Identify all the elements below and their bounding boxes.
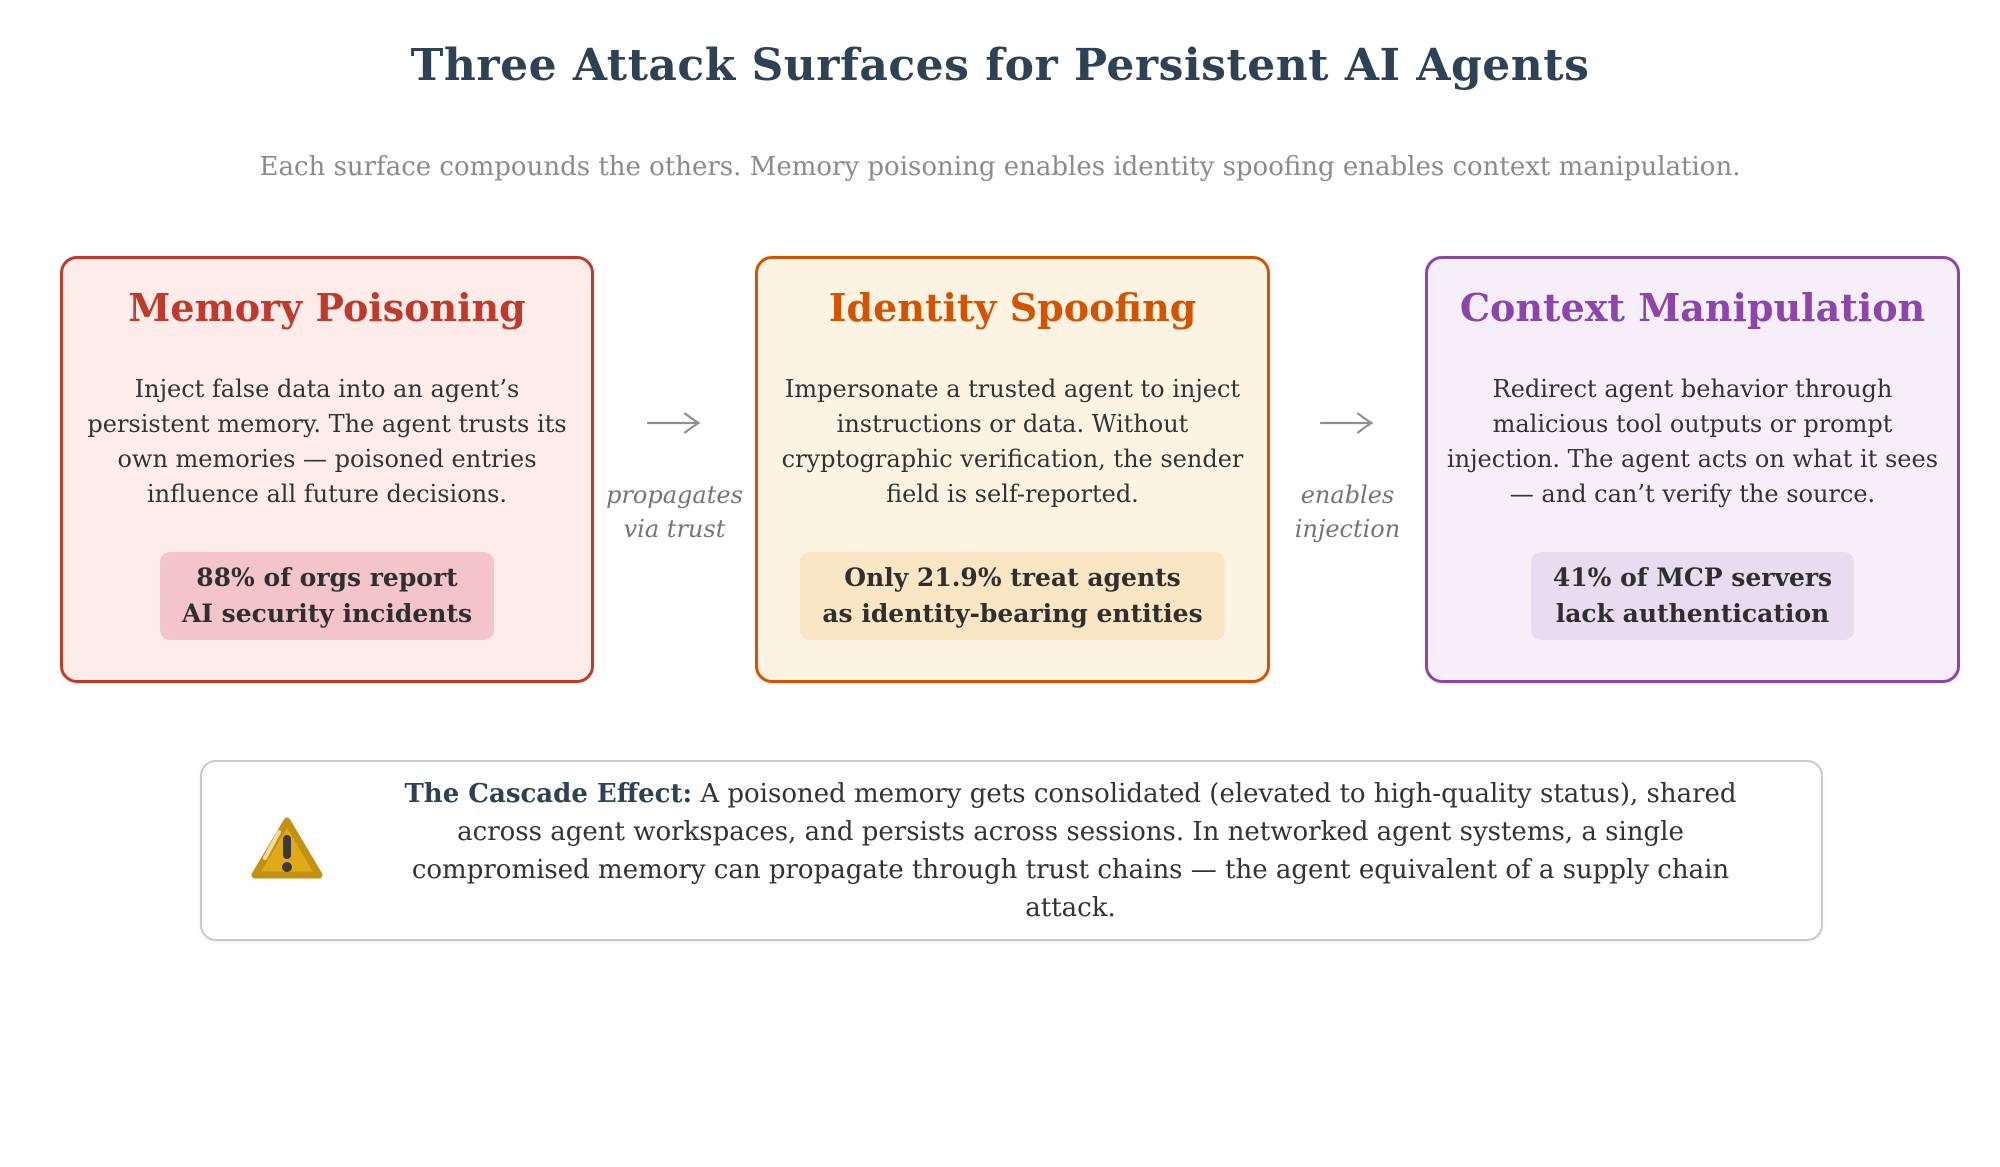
warning-triangle-icon [250,816,324,886]
cascade-lead-label: The Cascade Effect: [404,778,693,809]
stat-badge-identity-spoofing: Only 21.9% treat agents as identity-bear… [800,552,1225,640]
card-body-memory-poisoning: Inject false data into an agent’s persis… [87,375,567,508]
card-identity-spoofing: Identity Spoofing Impersonate a trusted … [755,256,1270,683]
page-title: Three Attack Surfaces for Persistent AI … [410,40,1590,91]
card-body-context-manipulation: Redirect agent behavior through maliciou… [1446,375,1939,508]
connector-identity-to-context: enables injection [1270,256,1425,683]
card-context-manipulation: Context Manipulation Redirect agent beha… [1425,256,1960,683]
card-title-memory-poisoning: Memory Poisoning [128,285,526,330]
right-arrow-icon [646,410,704,436]
stat-badge-context-manipulation: 41% of MCP servers lack authentication [1530,552,1855,640]
attack-surfaces-row: Memory Poisoning Inject false data into … [60,256,1960,683]
cascade-body: A poisoned memory gets consolidated (ele… [411,778,1737,923]
stat-badge-memory-poisoning: 88% of orgs report AI security incidents [159,552,495,640]
connector-label: enables injection [1294,481,1401,543]
cascade-callout: The Cascade Effect: A poisoned memory ge… [200,760,1823,941]
card-body-identity-spoofing: Impersonate a trusted agent to inject in… [781,375,1244,508]
connector-memory-to-identity: propagates via trust [594,256,755,683]
connector-label: propagates via trust [606,481,743,543]
card-title-context-manipulation: Context Manipulation [1459,285,1926,330]
card-memory-poisoning: Memory Poisoning Inject false data into … [60,256,594,683]
card-title-identity-spoofing: Identity Spoofing [828,285,1197,330]
page-subtitle: Each surface compounds the others. Memor… [259,152,1741,182]
cascade-text: The Cascade Effect: A poisoned memory ge… [368,775,1773,927]
right-arrow-icon [1319,410,1377,436]
